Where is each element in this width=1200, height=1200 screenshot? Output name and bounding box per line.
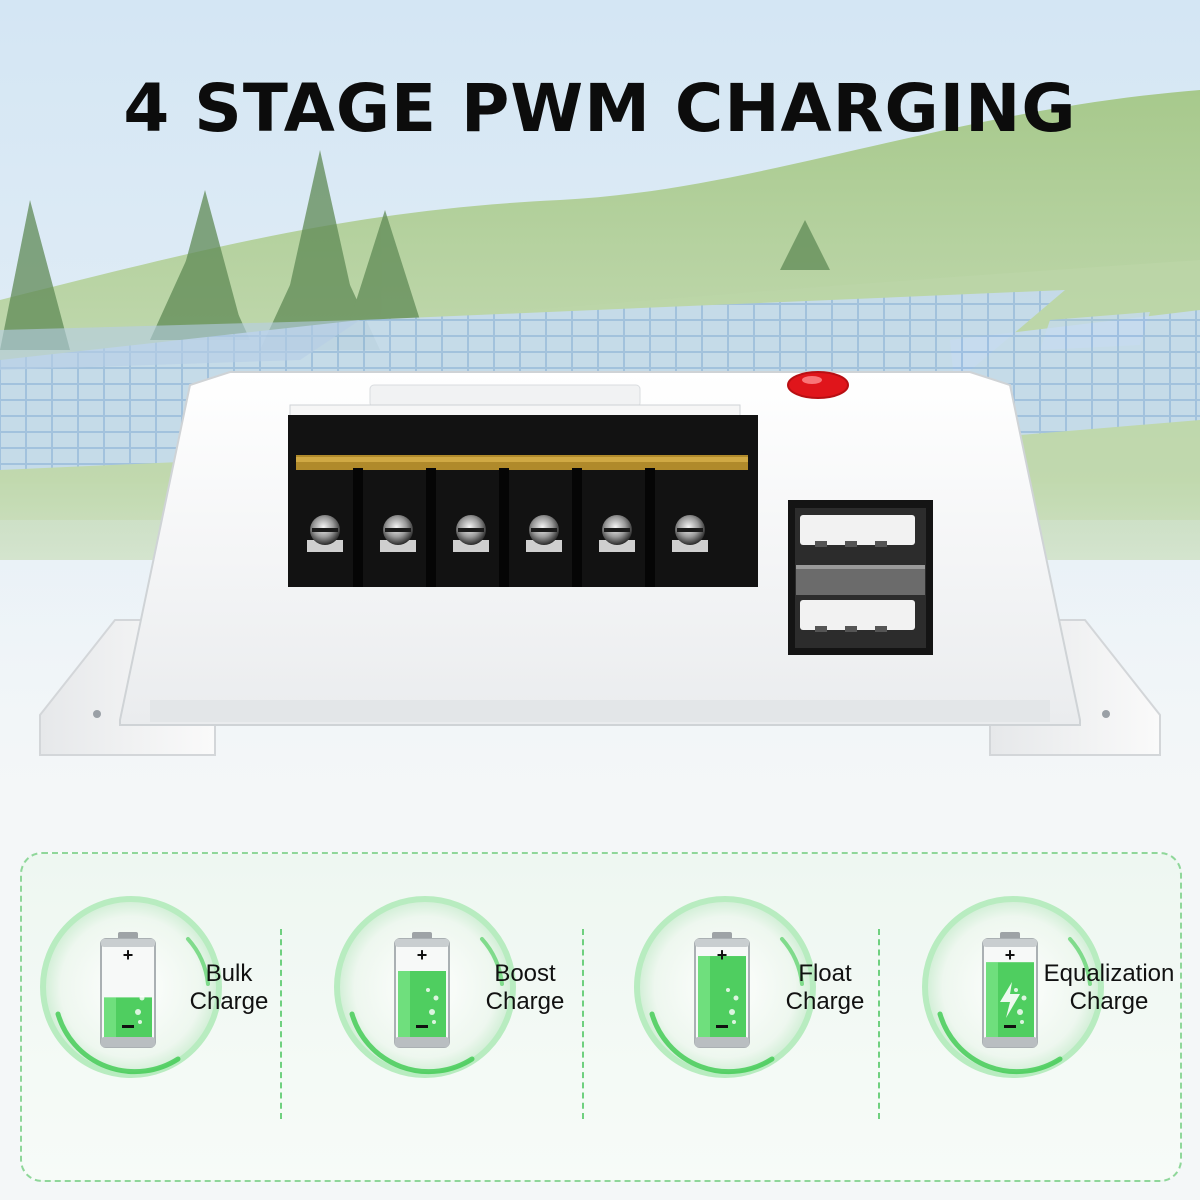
- svg-text:+: +: [717, 945, 728, 965]
- terminal-screw: [307, 515, 343, 552]
- terminal-screw: [499, 468, 562, 587]
- battery-bolt-icon: +: [922, 896, 1104, 1078]
- terminal-screw: [353, 468, 416, 587]
- stage-divider: [878, 929, 880, 1119]
- headline: 4 STAGE PWM CHARGING: [123, 70, 1077, 147]
- svg-text:+: +: [417, 945, 428, 965]
- battery-icon: +: [40, 896, 222, 1078]
- battery-icon: +: [334, 896, 516, 1078]
- terminal-screw: [645, 468, 708, 587]
- stage-divider: [280, 929, 282, 1119]
- charge-controller: [39, 371, 1161, 756]
- battery-icon: +: [634, 896, 816, 1078]
- terminal-screw: [426, 468, 489, 587]
- terminal-screw: [572, 468, 635, 587]
- svg-text:+: +: [123, 945, 134, 965]
- usb-port-top[interactable]: [800, 515, 915, 547]
- stage-divider: [582, 929, 584, 1119]
- terminal-block: [288, 415, 758, 587]
- svg-text:+: +: [1005, 945, 1016, 965]
- usb-port-bottom[interactable]: [800, 600, 915, 632]
- reset-button[interactable]: [787, 371, 849, 399]
